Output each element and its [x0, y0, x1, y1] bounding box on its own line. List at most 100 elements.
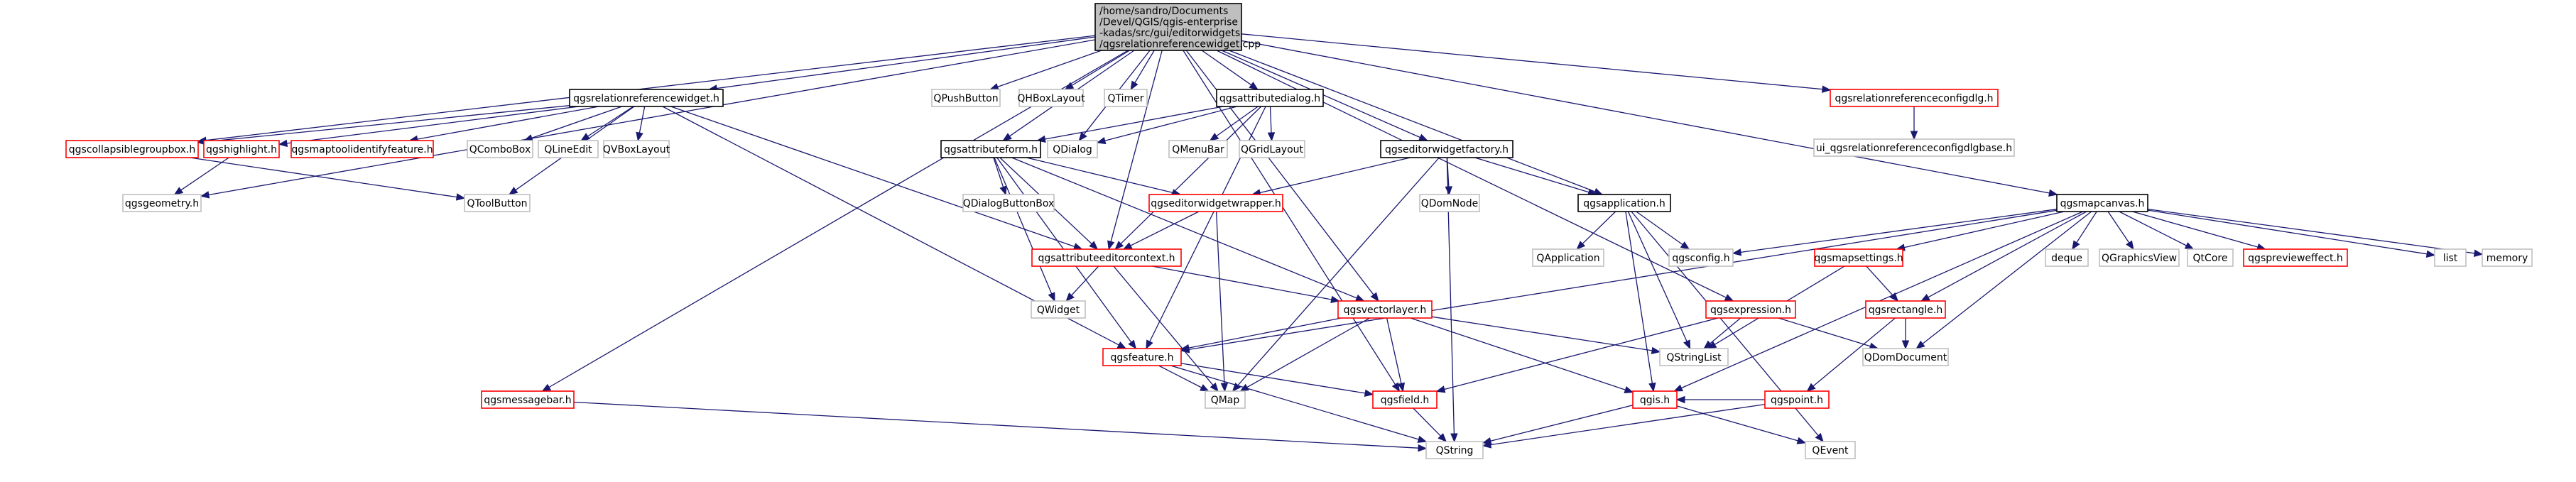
node-qgraphicsview: QGraphicsView — [2099, 248, 2180, 267]
node-qgsrectangle[interactable]: qgsrectangle.h — [1865, 300, 1946, 319]
edge-qgsattributeeditorcontext-to-qmap — [1113, 265, 1219, 393]
node-root[interactable]: /home/sandro/Documents/Devel/QGIS/qgis-e… — [1094, 3, 1261, 51]
node-label: qgshighlight.h — [206, 144, 277, 155]
edge-qgsattributeform-to-qwidget — [994, 157, 1055, 302]
node-label: qgspreviewеffect.h — [2248, 253, 2343, 264]
node-label: qgsrectangle.h — [1869, 305, 1942, 316]
edge-qgis-to-qevent — [1676, 405, 1807, 444]
edge-qgsfeature-to-qgsfield — [1180, 363, 1374, 398]
edge-qgsmapcanvas-to-qtcore — [2119, 211, 2195, 250]
node-label: qgsmapcanvas.h — [2060, 198, 2145, 209]
node-label: qgsrelationreferenceconfigdlg.h — [1835, 93, 1993, 104]
edge-qgsmapcanvas-to-list — [2147, 209, 2436, 258]
edge-line — [2147, 208, 2475, 254]
node-qgseditorwidgetfactory[interactable]: qgseditorwidgetfactory.h — [1380, 140, 1513, 158]
edge-line — [638, 106, 646, 133]
arrowhead-icon — [1114, 241, 1124, 250]
node-box — [2482, 248, 2533, 267]
edge-qgsmapcanvas-to-deque — [2072, 211, 2097, 251]
edge-root-to-qtimer — [1130, 50, 1155, 91]
edge-line — [997, 50, 1102, 88]
edge-root-to-qgsrelationreferencewidget — [707, 36, 1096, 92]
node-label: qgsattributeeditorcontext.h — [1038, 253, 1175, 264]
edge-line — [1582, 211, 1616, 244]
node-label: QtCore — [2193, 253, 2228, 264]
edge-qgsmapcanvas-to-qgsconfig — [1732, 209, 2058, 256]
node-label: /home/sandro/Documents — [1099, 6, 1228, 17]
edge-root-to-qgsvectorlayer — [1185, 50, 1379, 302]
arrowhead-icon — [1724, 294, 1734, 302]
arrowhead-icon — [1048, 292, 1055, 302]
node-qgsapplication[interactable]: qgsapplication.h — [1577, 194, 1671, 212]
node-label: QLineEdit — [544, 144, 592, 155]
node-qgsattributedialog[interactable]: qgsattributedialog.h — [1216, 89, 1324, 107]
arrowhead-icon — [1397, 382, 1406, 393]
edge-line — [1071, 265, 1099, 296]
edge-line — [1216, 50, 1727, 298]
arrowhead-icon — [1002, 133, 1012, 141]
arrowhead-icon — [1391, 382, 1401, 393]
node-qgscollapsiblegroupbox[interactable]: qgscollapsiblegroupbox.h — [65, 140, 199, 158]
node-label: qgsconfig.h — [1672, 253, 1729, 264]
node-label: qgis.h — [1640, 395, 1670, 406]
edge-line — [2107, 211, 2130, 243]
node-qgshighlight[interactable]: qgshighlight.h — [203, 140, 280, 158]
node-qgsfield[interactable]: qgsfield.h — [1372, 390, 1438, 409]
edge-line — [1922, 211, 2092, 344]
arrowhead-icon — [1220, 383, 1229, 393]
node-box — [1168, 140, 1228, 158]
node-qgspreviewеffect[interactable]: qgspreviewеffect.h — [2243, 248, 2348, 267]
node-qgsmapcanvas[interactable]: qgsmapcanvas.h — [2056, 194, 2148, 212]
node-qgsmessagebar[interactable]: qgsmessagebar.h — [481, 390, 575, 409]
node-qgsattributeform[interactable]: qgsattributeform.h — [940, 140, 1041, 158]
edge-line — [1474, 157, 1589, 193]
edge-line — [1071, 50, 1130, 86]
node-box — [1380, 140, 1513, 158]
node-qgseditorwidgetwrapper[interactable]: qgseditorwidgetwrapper.h — [1148, 194, 1283, 212]
node-box — [569, 89, 724, 107]
arrowhead-icon — [1180, 344, 1190, 352]
node-label: qgsattributedialog.h — [1219, 93, 1320, 104]
arrowhead-icon — [1651, 346, 1661, 355]
node-qgsmapsettings[interactable]: qgsmapsettings.h — [1814, 248, 1903, 267]
node-label: QDomNode — [1421, 198, 1479, 209]
node-qgsrelationreferenceconfigdlg[interactable]: qgsrelationreferenceconfigdlg.h — [1830, 89, 1999, 107]
node-label: qgsmessagebar.h — [484, 395, 571, 406]
edge-qgsattributedialog-to-qgridlayout — [1267, 106, 1276, 142]
node-box — [2056, 194, 2148, 212]
edge-line — [1444, 317, 1719, 390]
node-label: QMap — [1211, 395, 1240, 406]
node-qgspushbutton: QPushButton — [931, 89, 1001, 107]
node-qmenubar: QMenuBar — [1168, 140, 1228, 158]
node-qgis[interactable]: qgis.h — [1632, 390, 1678, 409]
node-qgspoint[interactable]: qgspoint.h — [1764, 390, 1830, 409]
node-box — [1102, 348, 1182, 366]
node-qgsfeature[interactable]: qgsfeature.h — [1102, 348, 1182, 366]
edge-line — [1104, 106, 1237, 141]
node-qgsvectorlayer[interactable]: qgsvectorlayer.h — [1337, 300, 1433, 319]
arrowhead-icon — [1249, 82, 1259, 90]
node-qgsexpression[interactable]: qgsexpression.h — [1705, 300, 1796, 319]
node-box — [467, 140, 533, 158]
edge-line — [1413, 407, 1441, 437]
node-qgsrelationreferencewidget[interactable]: qgsrelationreferencewidget.h — [569, 89, 724, 107]
arrowhead-icon — [1648, 382, 1656, 393]
edge-line — [1045, 106, 1224, 140]
arrowhead-icon — [1920, 293, 1930, 302]
node-box — [1668, 248, 1734, 267]
edge-qgsattributedialog-to-qmenubar — [1209, 106, 1259, 141]
edge-line — [1740, 209, 2058, 253]
node-qtimer: QTimer — [1104, 89, 1148, 107]
edge-line — [1113, 265, 1214, 386]
node-box — [122, 194, 202, 212]
node-box — [2187, 248, 2234, 267]
node-box — [1239, 140, 1305, 158]
arrowhead-icon — [2184, 242, 2195, 250]
node-box — [1094, 3, 1242, 51]
arrowhead-icon — [1450, 433, 1458, 443]
arrowhead-icon — [1889, 292, 1899, 302]
edge-qgsvectorlayer-to-qgsfeature — [1180, 317, 1342, 352]
node-qgsmaptoolidentifyfeature[interactable]: qgsmaptoolidentifyfeature.h — [290, 140, 434, 158]
node-qgsattributeeditorcontext[interactable]: qgsattributeeditorcontext.h — [1031, 248, 1182, 267]
edge-line — [1134, 50, 1155, 83]
